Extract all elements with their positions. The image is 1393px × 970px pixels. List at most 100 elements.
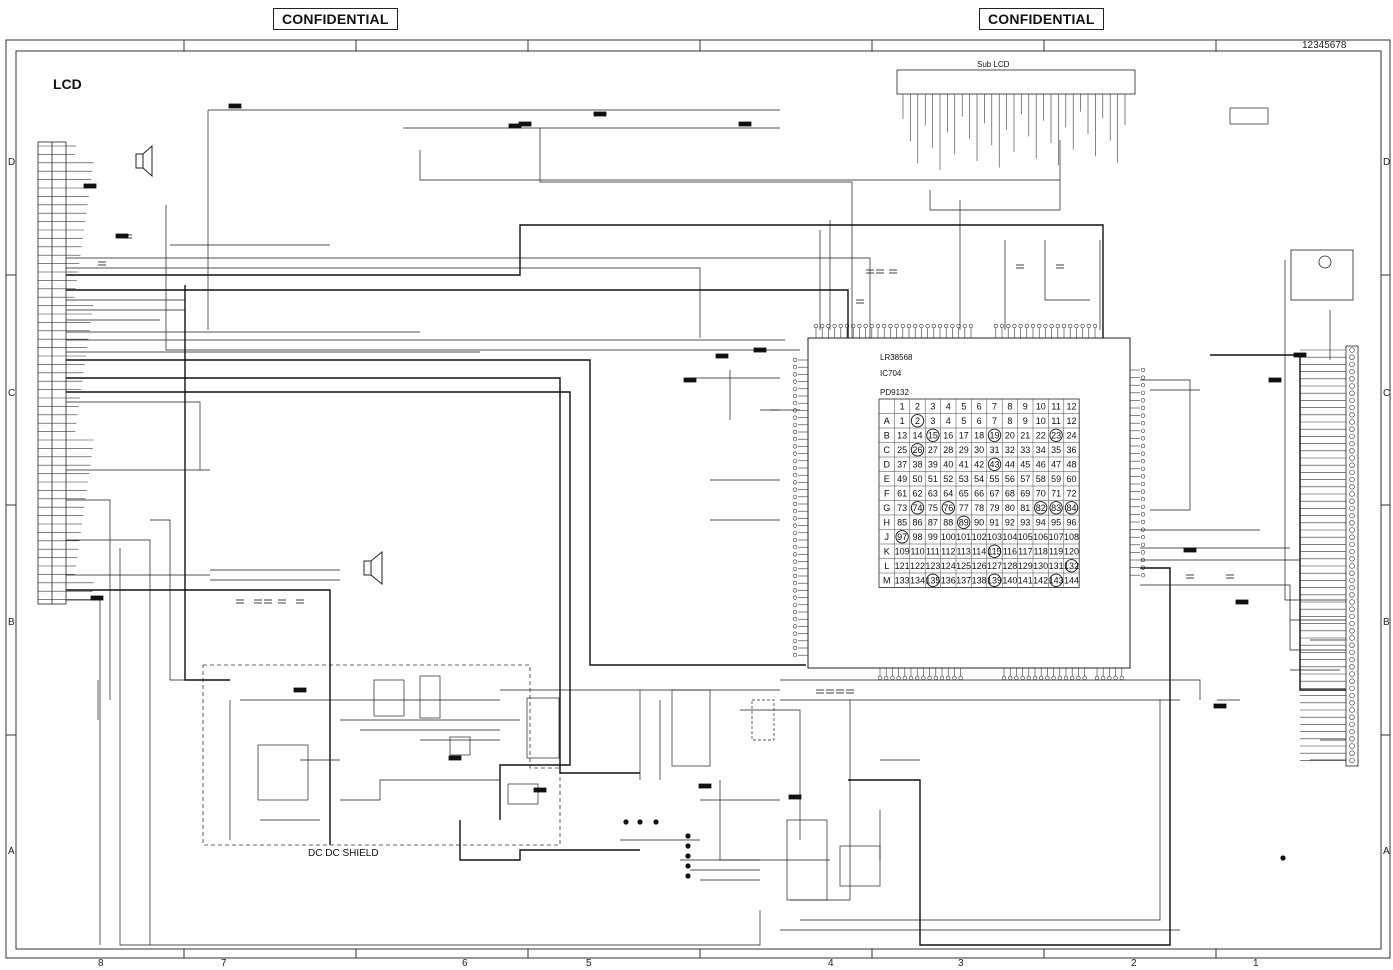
right-pin-pad [1349,620,1355,627]
ic-pin-pad [921,675,926,681]
right-pin-pad [1349,354,1355,360]
ic-pin-pad [1080,323,1085,329]
pin-grid-cell: 8 [1007,416,1012,426]
ic-pin-pad [1140,512,1146,517]
pin-grid-cell: 108 [1064,532,1079,542]
pin-grid-cell: 60 [1066,474,1076,484]
ic-pin-pad [1140,459,1146,464]
sub-lcd-connector [896,69,1136,95]
pin-grid-cell: 114 [972,547,986,557]
ic-pin-pad [1026,675,1031,681]
pin-grid-cell: 137 [956,576,971,586]
right-pin-pad [1349,491,1355,497]
right-pin-pad [1349,728,1355,735]
ic-pin-pad [1014,675,1019,681]
pin-grid-cell: 17 [959,431,969,441]
wire [780,679,1201,700]
right-pin-pad [1349,368,1355,375]
ic-pin-pad [792,501,798,507]
ic-pin-pad [1140,519,1146,525]
right-pin-pad [1349,455,1355,461]
pin-grid-cell: 144 [1064,576,1079,586]
right-pin-pad [1349,721,1355,728]
ic-pin-pad [792,494,798,499]
ic-pin-pad [1051,675,1056,681]
right-pin-pad [1349,556,1355,562]
wire [790,700,851,901]
ic-pin-pad [792,386,798,391]
ic-pin-pad [968,323,974,329]
row-zone-left-B: B [8,617,15,628]
bottom-zone-2: 2 [1131,958,1137,969]
pin-grid-row-header: A [884,416,890,426]
pin-grid-cell: 36 [1066,445,1076,455]
resistor-mark [1235,599,1249,605]
ic-pin-pad [792,573,798,579]
pin-grid-cell: 14 [912,431,922,441]
wire [740,709,801,840]
pin-grid-row-header: L [884,561,889,571]
pin-grid-cell: 91 [989,518,999,528]
ic-pin-pad [792,365,798,370]
ic-pin-pad [838,323,843,329]
pin-grid-circle-mark [957,515,971,529]
pin-grid-circle-mark [1049,428,1063,442]
right-pin-pad [1349,404,1355,411]
junction-dot [685,843,691,849]
ic-pin-pad [820,323,825,329]
resistor-mark [293,687,307,693]
ic-pin-pad [792,480,798,485]
right-connector [1345,345,1359,767]
right-pin-pad [1349,563,1355,569]
pin-grid-cell: 45 [1020,460,1030,470]
pin-grid-circle-mark [895,530,909,544]
ic-pin-pad [896,675,901,681]
pin-grid-cell: 66 [974,489,984,499]
pin-grid-cell: 74 [912,503,922,513]
ic-pin-pad [925,323,930,329]
ic-pin-pad [1140,542,1146,547]
dcdc-shield-label: DC DC SHIELD [308,848,379,859]
ic-pin-pad [952,675,957,681]
pin-grid-cell: 102 [972,532,987,542]
right-pin-pad [1349,707,1355,713]
pin-grid-cell: 83 [1051,503,1061,513]
resistor-mark [228,103,242,109]
right-connector-pins [1300,347,1355,764]
pin-grid-cell: 117 [1018,547,1032,557]
row-zone-right-C: C [1383,388,1391,399]
ic-pin-pad [1140,466,1146,471]
pin-grid-row-header: E [884,474,890,484]
pin-grid-row-header: J [884,532,889,542]
pin-grid-cell: 7 [992,416,997,426]
pin-grid-col-header: 1 [900,402,905,412]
pin-grid-cell: 41 [959,460,969,470]
ic-ref-label: IC704 [880,369,902,378]
pin-grid-row-header: K [884,547,890,557]
pin-grid-row-header: D [883,460,890,470]
pin-grid-row-header: H [883,518,890,528]
pin-grid-col-header: 11 [1051,402,1060,412]
right-pin-pad [1349,692,1355,699]
pin-grid-cell: 111 [926,547,940,557]
pin-grid-cell: 101 [956,532,971,542]
ic-pin-pad [919,323,924,329]
pin-grid-cell: 20 [1005,431,1015,441]
pin-grid-cell: 90 [974,518,984,528]
speaker-icon [363,550,383,586]
ic-pin-pad [1119,675,1124,681]
pin-grid-cell: 77 [959,503,969,513]
right-pin-pad [1349,750,1355,756]
pin-grid-cell: 109 [895,547,910,557]
ic-pin-pad [915,675,920,681]
ic-pin-pad [884,675,889,681]
ic-pin-pad [792,444,798,449]
pin-grid-cell: 64 [943,489,953,499]
row-zone-right-A: A [1383,846,1390,857]
pin-grid-circle-mark [1064,501,1079,515]
pin-grid-cell: 116 [1003,547,1017,557]
pin-grid-cell: 53 [959,474,969,484]
pin-grid-cell: 75 [928,503,938,513]
pin-grid-cell: 122 [910,561,925,571]
pin-grid-cell: 68 [1005,489,1015,499]
